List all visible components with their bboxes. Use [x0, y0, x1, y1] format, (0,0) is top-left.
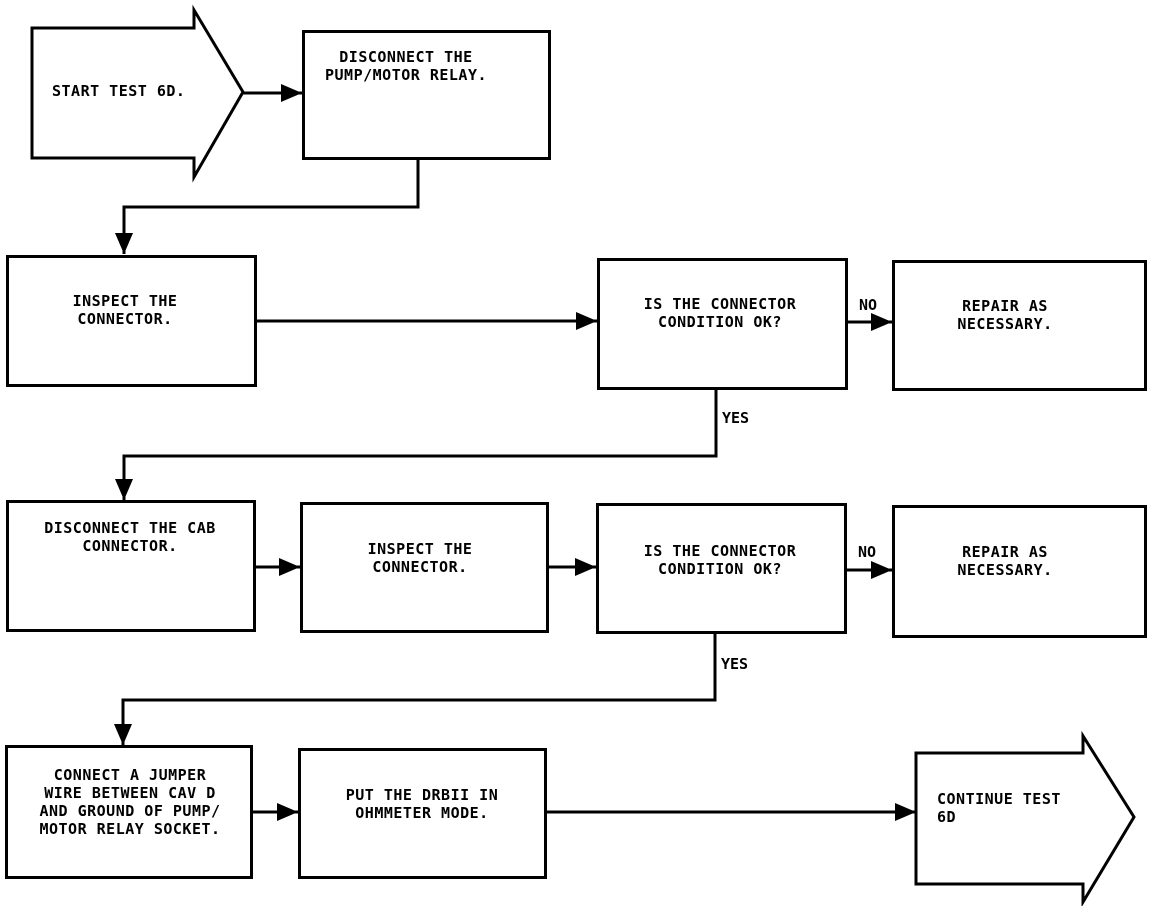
step-drbii-ohmmeter-label: PUT THE DRBII IN OHMMETER MODE.: [345, 786, 499, 822]
decision-connector-ok-1-label: IS THE CONNECTOR CONDITION OK?: [643, 295, 797, 331]
step-drbii-ohmmeter: [298, 748, 547, 879]
step-inspect-connector-2-label: INSPECT THE CONNECTOR.: [367, 540, 473, 576]
step-repair-2: [892, 505, 1147, 638]
branch-yes-2: YES: [721, 655, 749, 673]
start-label: START TEST 6D.: [52, 82, 186, 100]
step-repair-1-label: REPAIR AS NECESSARY.: [957, 297, 1053, 333]
step-connect-jumper-label: CONNECT A JUMPER WIRE BETWEEN CAV D AND …: [39, 766, 221, 838]
branch-no-2: NO: [858, 543, 877, 561]
connector-q2-yes-to-jumper: [114, 634, 717, 745]
step-disconnect-relay: [302, 30, 551, 160]
end-label: CONTINUE TEST 6D: [937, 790, 1061, 826]
connector-relay-to-inspect1: [115, 159, 420, 254]
start-arrow-shape: [30, 4, 245, 183]
step-disconnect-relay-label: DISCONNECT THE PUMP/MOTOR RELAY.: [324, 48, 488, 84]
step-connect-jumper: [5, 745, 253, 879]
end-arrow-shape: [914, 730, 1136, 906]
step-disconnect-cab-label: DISCONNECT THE CAB CONNECTOR.: [44, 519, 216, 555]
step-inspect-connector-1-label: INSPECT THE CONNECTOR.: [72, 292, 178, 328]
step-repair-1: [892, 260, 1147, 391]
step-inspect-connector-2: [300, 502, 549, 633]
decision-connector-ok-1: [597, 258, 848, 390]
step-inspect-connector-1: [6, 255, 257, 387]
branch-no-1: NO: [859, 296, 878, 314]
branch-yes-1: YES: [722, 409, 750, 427]
step-disconnect-cab: [6, 500, 256, 632]
decision-connector-ok-2: [596, 503, 847, 634]
decision-connector-ok-2-label: IS THE CONNECTOR CONDITION OK?: [643, 542, 797, 578]
connector-q1-yes-to-cab: [115, 389, 718, 500]
step-repair-2-label: REPAIR AS NECESSARY.: [957, 543, 1053, 579]
